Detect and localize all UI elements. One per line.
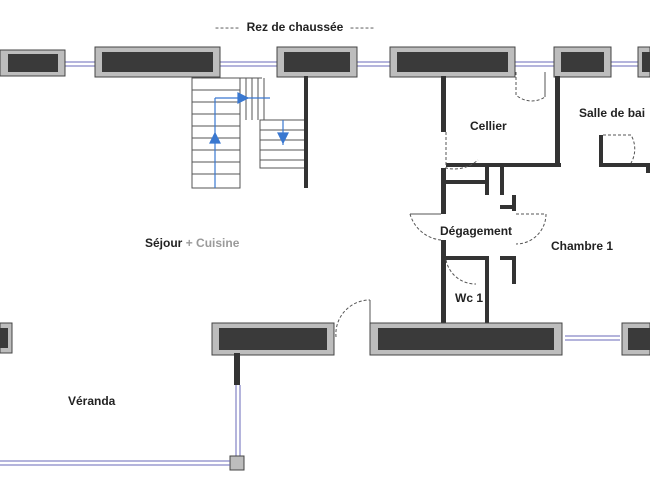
stair-wall: [304, 76, 308, 188]
plus-sign: +: [185, 236, 193, 250]
window-top-2: [94, 46, 221, 78]
plan-title-text: Rez de chaussée: [246, 20, 344, 34]
room-label-chambre-1: Chambre 1: [551, 239, 614, 253]
window-mid-2: [211, 322, 335, 356]
window-top-1: [0, 49, 66, 77]
middle-wall: [0, 322, 650, 356]
window-top-5: [553, 46, 612, 78]
cuisine-text: Cuisine: [196, 236, 240, 250]
interior-walls: [441, 76, 650, 324]
veranda-walls: [0, 353, 245, 471]
room-label-sejour: Séjour + Cuisine: [145, 236, 239, 250]
staircase: [191, 77, 307, 189]
window-top-3: [276, 46, 358, 78]
title-dash-right: -----: [350, 20, 376, 34]
top-wall: [0, 46, 650, 78]
window-mid-4: [621, 322, 650, 356]
window-top-6: [637, 46, 650, 78]
room-label-degagement: Dégagement: [440, 224, 513, 238]
plan-title: ----- Rez de chaussée -----: [0, 20, 590, 34]
window-mid-1: [0, 322, 13, 354]
stair-arrows: [209, 92, 289, 188]
sejour-text: Séjour: [145, 236, 183, 250]
room-label-cellier: Cellier: [470, 119, 507, 133]
window-mid-3: [369, 322, 563, 356]
room-label-wc-1: Wc 1: [455, 291, 484, 305]
window-top-4: [389, 46, 516, 78]
title-dash-left: -----: [214, 20, 240, 34]
room-label-veranda: Véranda: [68, 394, 116, 408]
room-label-salle-de-bain: Salle de bai: [579, 106, 646, 120]
